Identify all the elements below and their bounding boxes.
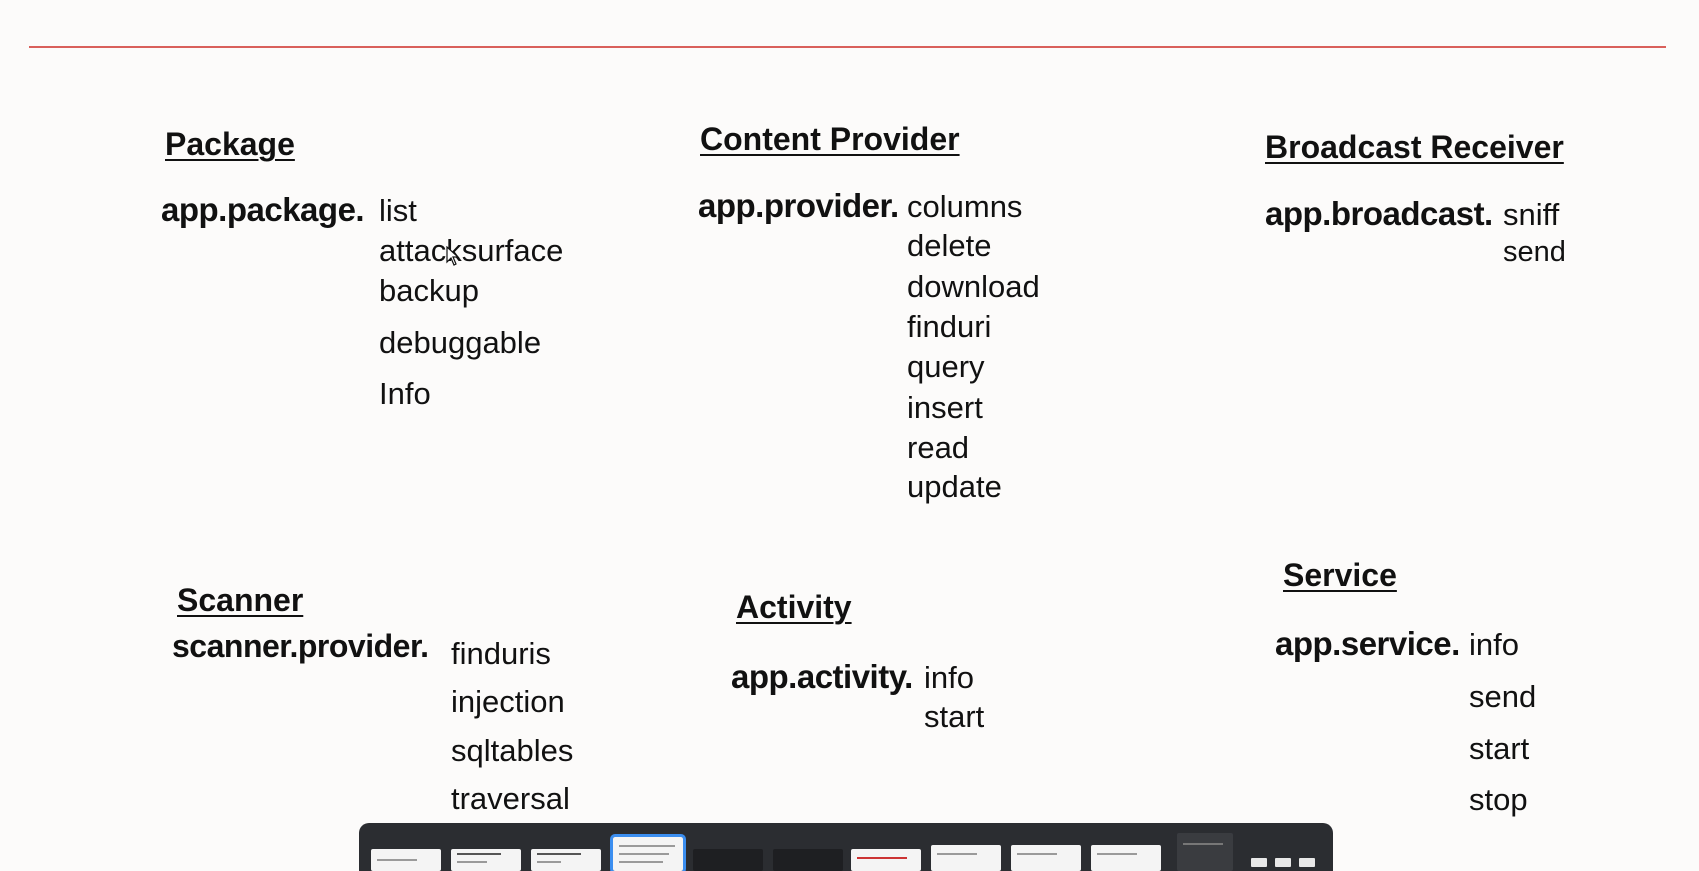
slide-thumbnail[interactable] <box>773 849 843 871</box>
slide-thumbnail-strip[interactable] <box>359 823 1333 871</box>
slide-thumbnail[interactable] <box>531 849 601 871</box>
slide-thumbnail[interactable] <box>693 849 763 871</box>
content-provider-prefix: app.provider. <box>698 187 899 224</box>
package-command: backup <box>379 273 479 308</box>
broadcast-receiver-prefix: app.broadcast. <box>1265 195 1493 232</box>
content-provider-command: update <box>907 469 1002 504</box>
content-provider-command: finduri <box>907 309 992 344</box>
content-provider-command: download <box>907 269 1040 304</box>
slide-thumbnail[interactable] <box>371 849 441 871</box>
service-heading: Service <box>1283 557 1397 593</box>
red-divider-line <box>29 46 1666 48</box>
content-provider-command: insert <box>907 390 983 425</box>
content-provider-heading: Content Provider <box>700 121 960 157</box>
activity-prefix: app.activity. <box>731 658 913 695</box>
package-heading: Package <box>165 126 295 162</box>
package-command: list <box>379 193 417 228</box>
slide-thumbnail[interactable] <box>931 845 1001 871</box>
scanner-command: injection <box>451 684 565 719</box>
activity-command: start <box>924 699 985 734</box>
slide-thumbnail[interactable] <box>1275 858 1291 867</box>
content-provider-command: columns <box>907 189 1023 224</box>
scanner-prefix: scanner.provider. <box>172 628 429 664</box>
service-prefix: app.service. <box>1275 625 1460 662</box>
activity-heading: Activity <box>736 589 852 625</box>
mouse-pointer-icon <box>446 246 460 266</box>
package-command: Info <box>379 376 431 411</box>
broadcast-receiver-heading: Broadcast Receiver <box>1265 129 1564 165</box>
activity-command: info <box>924 660 974 695</box>
slide-thumbnail[interactable] <box>1251 858 1267 867</box>
content-provider-command: delete <box>907 228 992 263</box>
slide-thumbnail-current[interactable] <box>610 834 686 871</box>
slide-thumbnail[interactable] <box>1011 845 1081 871</box>
service-command: start <box>1469 731 1530 766</box>
scanner-command: traversal <box>451 781 570 816</box>
scanner-heading: Scanner <box>177 582 304 618</box>
broadcast-receiver-command: sniff <box>1503 197 1560 232</box>
service-command: info <box>1469 627 1519 662</box>
slide-thumbnail[interactable] <box>1177 833 1233 871</box>
service-command: send <box>1469 679 1537 714</box>
slide-thumbnail[interactable] <box>1299 858 1315 867</box>
content-provider-command: query <box>907 349 985 384</box>
slide-thumbnail[interactable] <box>451 849 521 871</box>
scanner-command: finduris <box>451 636 551 671</box>
slide-thumbnail[interactable] <box>1091 845 1161 871</box>
broadcast-receiver-command: send <box>1503 236 1566 268</box>
package-command: debuggable <box>379 325 542 360</box>
content-provider-command: read <box>907 430 970 465</box>
package-command: attacksurface <box>379 233 564 268</box>
scanner-command: sqltables <box>451 733 574 768</box>
service-command: stop <box>1469 782 1528 817</box>
slide-thumbnail[interactable] <box>851 849 921 871</box>
package-prefix: app.package. <box>161 191 365 228</box>
